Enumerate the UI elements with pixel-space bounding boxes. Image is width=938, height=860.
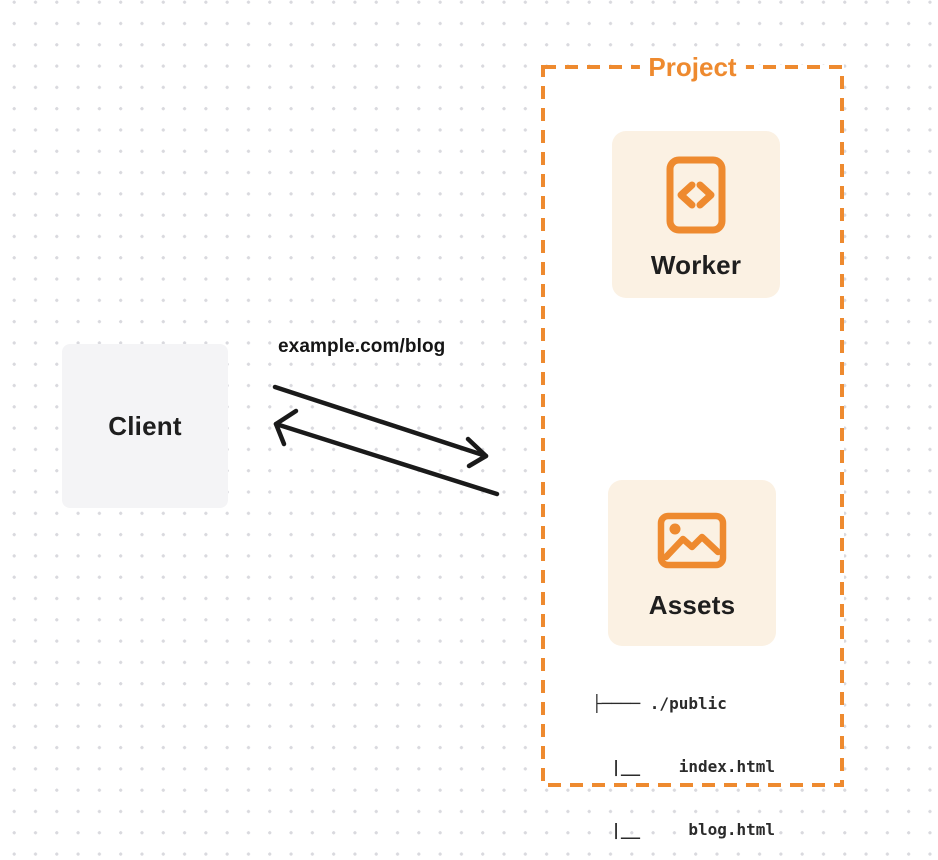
request-url-label: example.com/blog bbox=[278, 336, 446, 357]
project-label: Project bbox=[639, 52, 746, 82]
client-label: Client bbox=[108, 410, 182, 441]
code-document-icon bbox=[666, 156, 726, 234]
file-tree-line: |__ blog.html bbox=[592, 820, 776, 839]
image-icon bbox=[657, 512, 727, 569]
client-node: Client bbox=[62, 344, 228, 508]
worker-node: Worker bbox=[612, 131, 780, 298]
assets-file-tree: ├──── ./public |__ index.html |__ blog.h… bbox=[592, 651, 775, 860]
file-tree-line: |__ index.html bbox=[592, 757, 776, 776]
assets-label: Assets bbox=[648, 590, 736, 620]
worker-label: Worker bbox=[650, 250, 742, 280]
project-container: Project Worker Assets ├──── ./public |__… bbox=[541, 52, 844, 839]
assets-node: Assets bbox=[608, 480, 776, 646]
project-dashed-border bbox=[541, 65, 844, 787]
response-arrow bbox=[273, 408, 500, 497]
request-arrow bbox=[272, 384, 489, 469]
file-tree-line: ├──── ./public bbox=[592, 694, 727, 713]
